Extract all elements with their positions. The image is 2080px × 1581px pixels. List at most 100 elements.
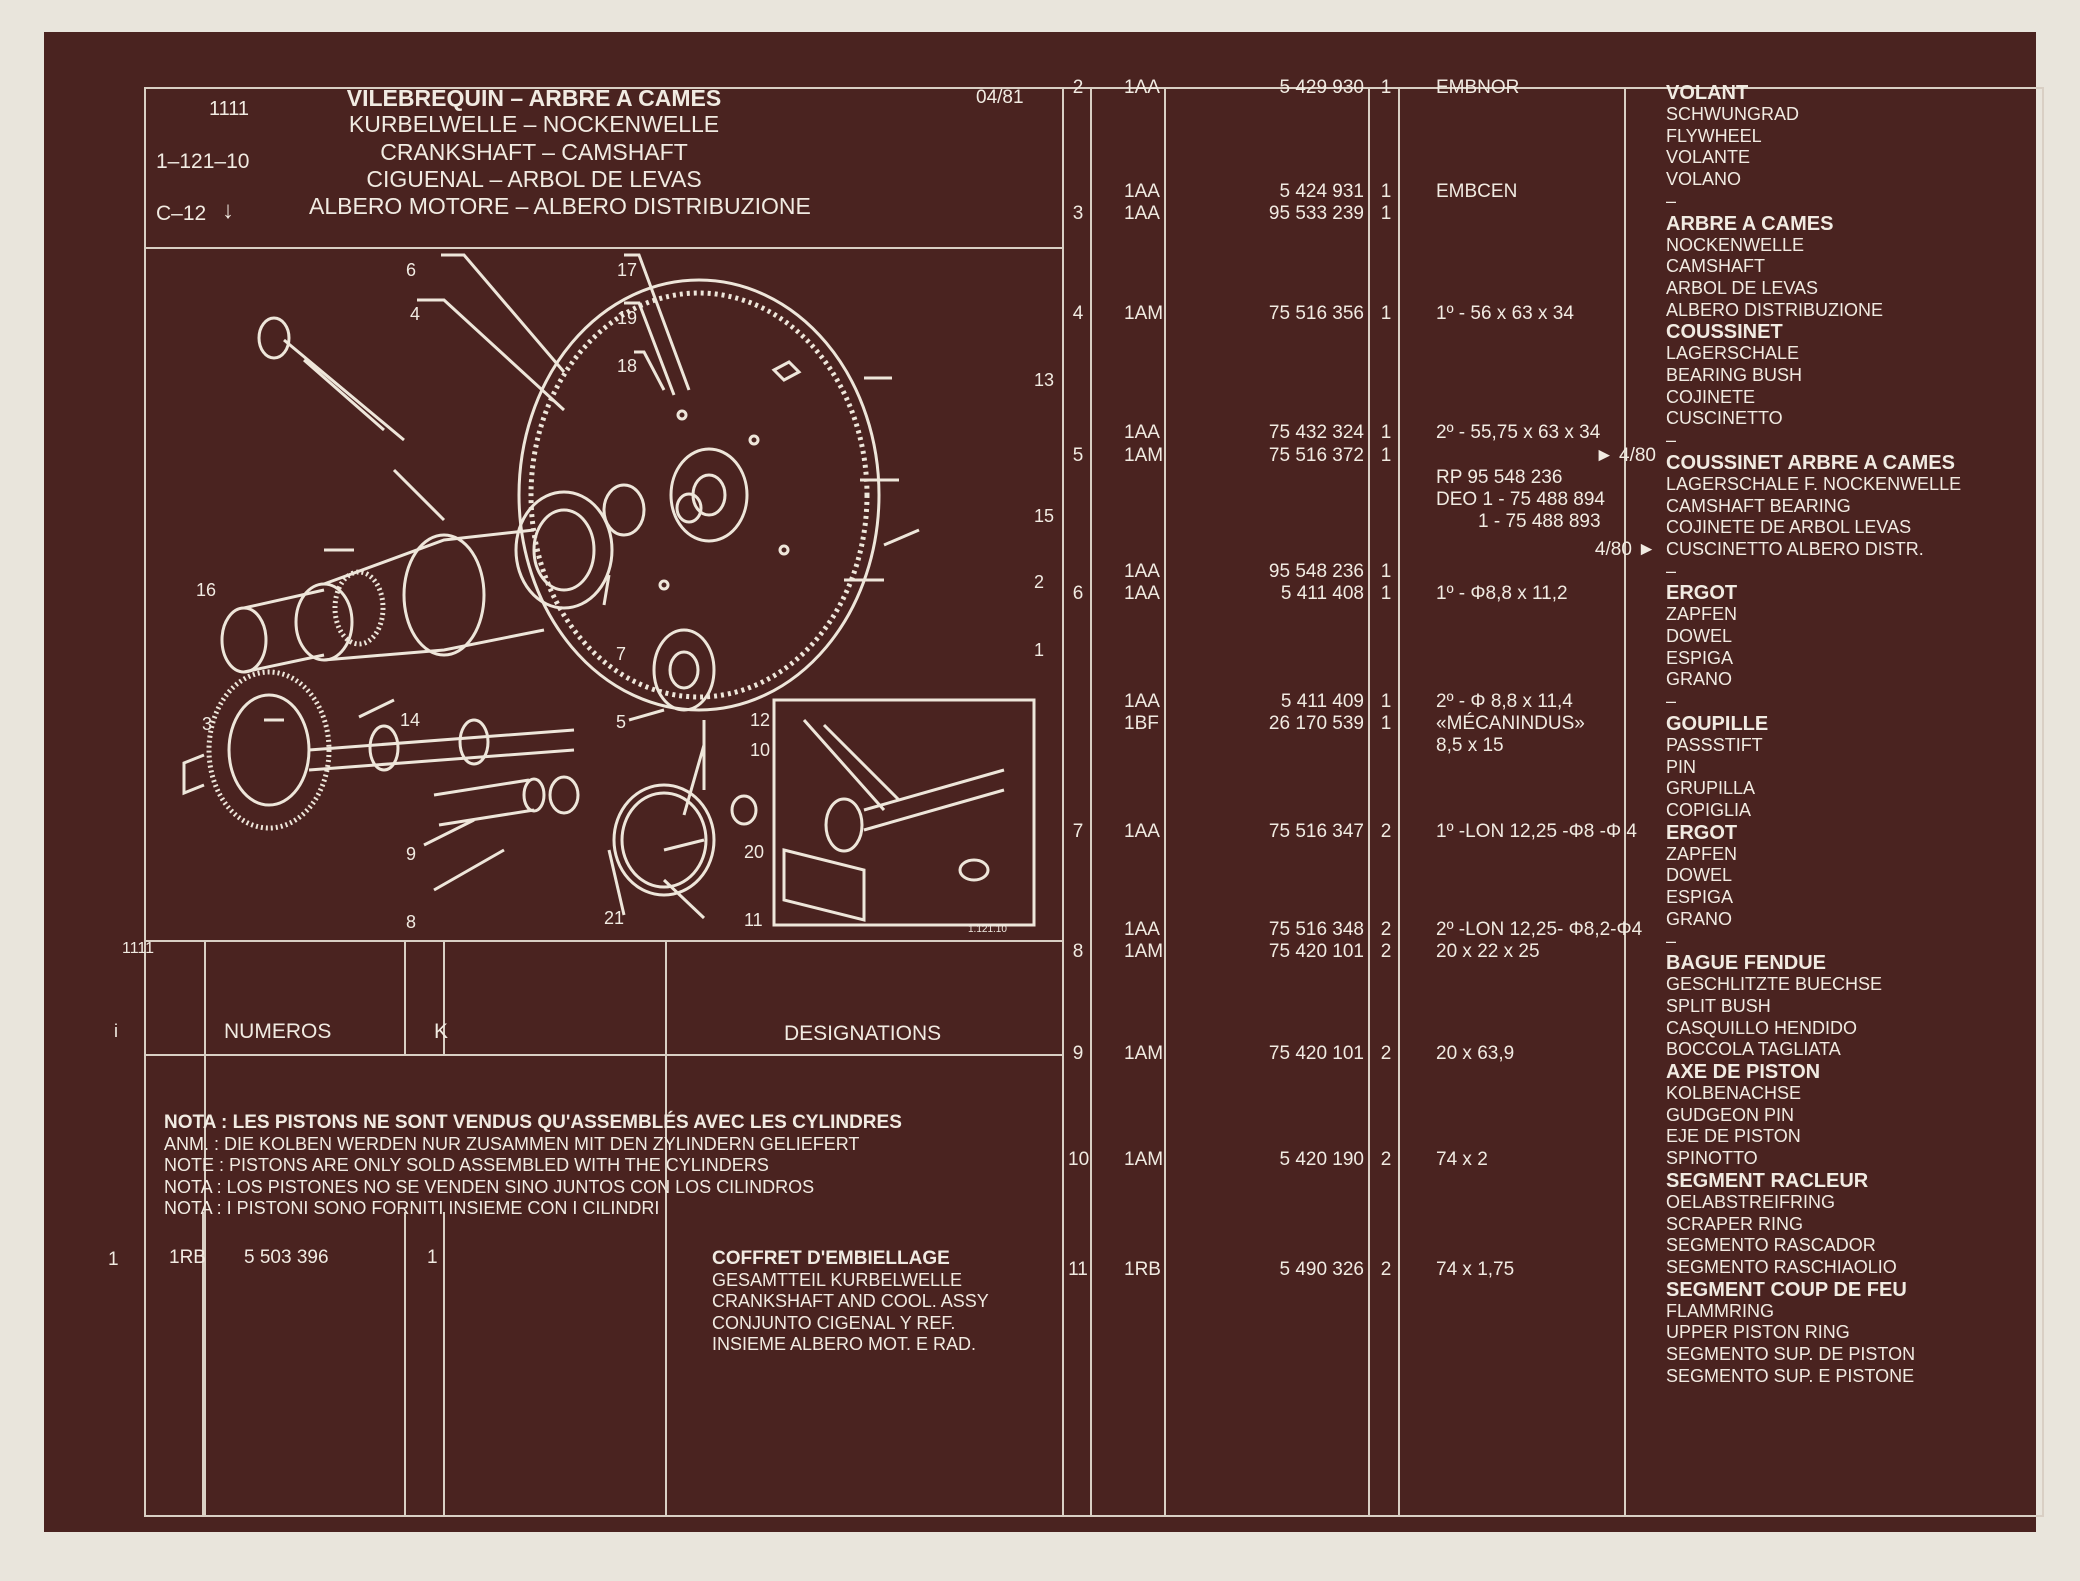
designation-line: GRANO — [1666, 669, 1733, 690]
part-i: 2 — [1072, 77, 1084, 98]
designation-line: SEGMENTO SUP. E PISTONE — [1666, 1365, 1915, 1386]
sheet-date: 04/81 — [976, 87, 1024, 108]
part-code: 1AA — [1124, 691, 1160, 712]
designation-line: – — [1666, 190, 1677, 211]
designation-line: GRUPILLA — [1666, 778, 1756, 799]
part-spec: 74 x 2 — [1436, 1149, 1488, 1170]
sheet-c12: C–12 — [156, 202, 207, 225]
item1-desc-es: CONJUNTO CIGENAL Y REF. — [712, 1312, 956, 1333]
part-spec: DEO 1 - 75 488 894 — [1436, 489, 1605, 510]
part-k: 2 — [1380, 1259, 1392, 1280]
callout-5: 5 — [616, 712, 627, 732]
callout-8: 8 — [406, 912, 417, 932]
part-k: 1 — [1380, 691, 1392, 712]
item1-desc-it: INSIEME ALBERO MOT. E RAD. — [712, 1334, 977, 1354]
part-spec: 74 x 1,75 — [1436, 1259, 1515, 1280]
callout-17: 17 — [617, 260, 638, 280]
nota-en: NOTE : PISTONS ARE ONLY SOLD ASSEMBLED W… — [164, 1155, 769, 1175]
designation-heading: AXE DE PISTON — [1666, 1061, 1821, 1084]
designation-line: ESPIGA — [1666, 647, 1734, 668]
callout-3: 3 — [202, 714, 213, 734]
part-number: 75 432 324 — [1268, 422, 1364, 443]
title-de: KURBELWELLE – NOCKENWELLE — [348, 111, 720, 137]
part-k: 1 — [1380, 713, 1392, 734]
part-code: 1AA — [1124, 422, 1160, 443]
diagram-code: 1111 — [122, 940, 155, 957]
exploded-diagram — [182, 253, 1036, 927]
designation-line: CAMSHAFT BEARING — [1666, 495, 1851, 516]
callout-14: 14 — [400, 710, 421, 730]
part-spec: 2º -LON 12,25- Φ8,2-Φ4 — [1436, 919, 1643, 940]
designation-heading: SEGMENT COUP DE FEU — [1666, 1278, 1907, 1301]
part-i: 10 — [1068, 1149, 1090, 1170]
part-i: 7 — [1072, 821, 1084, 842]
item1-code: 1RB — [169, 1247, 206, 1268]
designation-line: FLAMMRING — [1666, 1300, 1774, 1321]
part-k: 1 — [1380, 203, 1392, 224]
arrow-down-icon: ↓ — [222, 197, 234, 224]
part-code: 1AA — [1124, 561, 1160, 582]
part-spec: ► 4/80 — [1594, 445, 1656, 466]
crankshaft-drawing — [220, 316, 614, 674]
part-spec: 20 x 22 x 25 — [1436, 941, 1540, 962]
col-k: K — [434, 1020, 449, 1043]
designation-line: CASQUILLO HENDIDO — [1666, 1017, 1858, 1038]
callout-20: 20 — [744, 842, 765, 862]
designation-line: ZAPFEN — [1666, 604, 1738, 625]
designation-line: KOLBENACHSE — [1666, 1083, 1802, 1104]
callout-2: 2 — [1034, 572, 1045, 592]
part-k: 1 — [1380, 77, 1392, 98]
flywheel-drawing — [517, 278, 881, 712]
designation-line: SEGMENTO RASCHIAOLIO — [1666, 1256, 1897, 1277]
designation-heading: VOLANT — [1666, 82, 1749, 104]
nota-fr: NOTA : LES PISTONS NE SONT VENDUS QU'ASS… — [164, 1112, 902, 1133]
part-spec: 2º - 55,75 x 63 x 34 — [1436, 422, 1601, 443]
callout-16: 16 — [196, 580, 217, 600]
part-number: 26 170 539 — [1268, 713, 1364, 734]
part-k: 1 — [1380, 422, 1392, 443]
part-code: 1AM — [1124, 303, 1164, 324]
designation-line: OELABSTREIFRING — [1666, 1191, 1836, 1212]
designation-heading: COUSSINET — [1666, 321, 1783, 344]
title-es: CIGUENAL – ARBOL DE LEVAS — [366, 166, 702, 192]
part-spec: 20 x 63,9 — [1436, 1043, 1515, 1064]
designation-line: ESPIGA — [1666, 887, 1734, 908]
item1-k: 1 — [427, 1247, 438, 1268]
callout-11: 11 — [744, 910, 763, 930]
part-spec: 8,5 x 15 — [1436, 735, 1504, 756]
designation-line: NOCKENWELLE — [1666, 234, 1805, 255]
nota-es: NOTA : LOS PISTONES NO SE VENDEN SINO JU… — [164, 1176, 815, 1197]
part-code: 1AA — [1124, 77, 1160, 98]
designation-line: CAMSHAFT — [1666, 256, 1765, 277]
designation-heading: ERGOT — [1666, 821, 1738, 844]
part-code: 1AA — [1124, 181, 1160, 202]
designation-line: PASSSTIFT — [1666, 734, 1763, 755]
callout-10: 10 — [750, 740, 771, 760]
designation-line: – — [1666, 691, 1677, 712]
callout-6: 6 — [406, 260, 417, 280]
sheet-ref: 1–121–10 — [156, 150, 250, 173]
nota-it: NOTA : I PISTONI SONO FORNITI INSIEME CO… — [164, 1198, 660, 1218]
part-k: 2 — [1380, 1043, 1392, 1064]
designation-line: ALBERO DISTRIBUZIONE — [1666, 299, 1884, 320]
part-k: 2 — [1380, 941, 1392, 962]
designation-line: VOLANO — [1666, 169, 1742, 190]
item1-number: 5 503 396 — [244, 1247, 329, 1268]
designation-line: SEGMENTO RASCADOR — [1666, 1235, 1876, 1256]
designation-line: SEGMENTO SUP. DE PISTON — [1666, 1344, 1916, 1365]
designation-line: ARBOL DE LEVAS — [1666, 277, 1819, 298]
part-k: 1 — [1380, 561, 1392, 582]
part-i: 4 — [1072, 303, 1084, 324]
part-k: 2 — [1380, 919, 1392, 940]
designation-line: BOCCOLA TAGLIATA — [1666, 1039, 1841, 1060]
part-k: 1 — [1380, 445, 1392, 466]
designation-heading: BAGUE FENDUE — [1666, 952, 1827, 975]
part-code: 1AM — [1124, 445, 1164, 466]
designation-heading: SEGMENT RACLEUR — [1666, 1169, 1869, 1192]
camshaft-drawing — [182, 669, 575, 831]
item1-desc-fr: COFFRET D'EMBIELLAGE — [712, 1248, 950, 1269]
part-spec: RP 95 548 236 — [1436, 467, 1563, 488]
designation-heading: ARBRE A CAMES — [1666, 212, 1834, 235]
designation-line: LAGERSCHALE F. NOCKENWELLE — [1666, 473, 1962, 494]
part-code: 1AA — [1124, 583, 1160, 604]
